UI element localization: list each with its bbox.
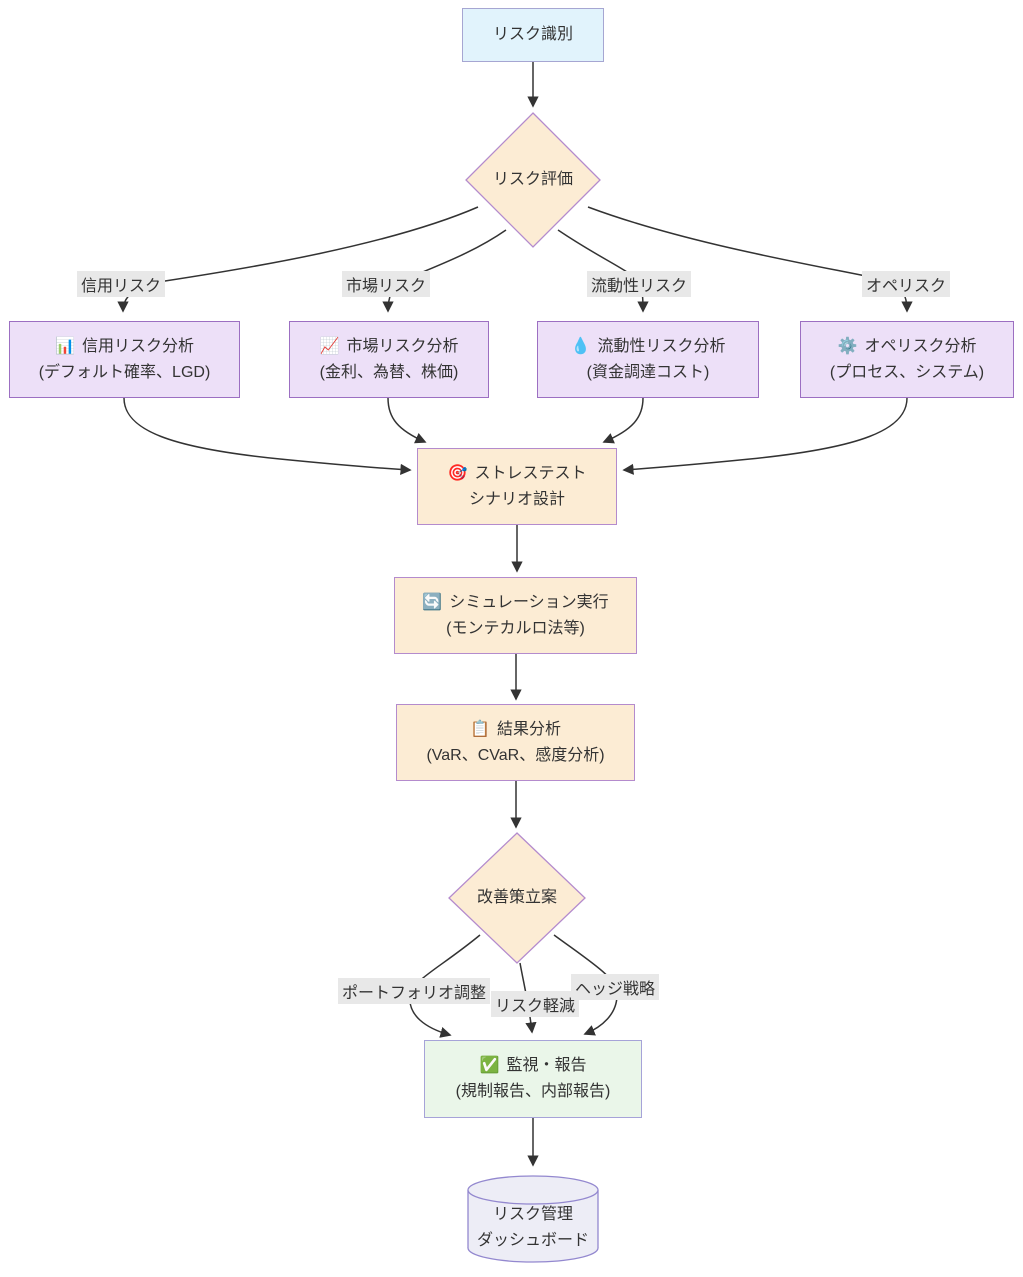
node-title-line: 💧 流動性リスク分析	[571, 334, 726, 360]
chart-increasing-icon: 📈	[319, 337, 340, 355]
check-mark-icon: ✅	[479, 1057, 500, 1074]
node-result-analysis: 📋 結果分析 (VaR、CVaR、感度分析)	[396, 704, 635, 781]
dashboard-cylinder	[467, 1175, 599, 1263]
droplet-icon: 💧	[570, 337, 591, 355]
node-subtitle: (資金調達コスト)	[586, 363, 710, 381]
node-title-line: 📊 信用リスク分析	[55, 334, 194, 360]
node-title: ストレステスト	[474, 464, 587, 482]
node-label: リスク識別	[492, 26, 573, 43]
node-title: 流動性リスク分析	[597, 337, 726, 355]
edge-label-hedge: ヘッジ戦略	[570, 974, 660, 1000]
node-subtitle: (プロセス、システム)	[829, 363, 985, 381]
node-title: オペリスク分析	[864, 337, 977, 355]
node-risk-identification: リスク識別	[462, 8, 604, 62]
refresh-icon: 🔄	[422, 593, 443, 611]
clipboard-icon: 📋	[470, 720, 490, 738]
edge-credit-to-stress	[123, 397, 412, 476]
edge-label-ops: オペリスク	[861, 271, 951, 297]
node-title: 市場リスク分析	[346, 337, 459, 355]
node-market-analysis: 📈 市場リスク分析 (金利、為替、株価)	[289, 321, 489, 398]
node-subtitle: シナリオ設計	[468, 490, 565, 508]
node-title-line: 📋 結果分析	[470, 717, 561, 743]
edge-label-portfolio: ポートフォリオ調整	[337, 978, 491, 1004]
node-title: シミュレーション実行	[449, 593, 609, 611]
target-icon: 🎯	[447, 464, 468, 482]
node-title-line: ✅ 監視・報告	[480, 1053, 587, 1079]
node-stress-test: 🎯 ストレステスト シナリオ設計	[417, 448, 617, 525]
edge-label-liquidity: 流動性リスク	[586, 271, 692, 297]
edge-market-to-stress	[387, 397, 427, 444]
node-title: 監視・報告	[506, 1057, 587, 1074]
node-subtitle: (VaR、CVaR、感度分析)	[426, 746, 605, 764]
node-title: 信用リスク分析	[81, 337, 194, 355]
node-ops-analysis: ⚙️ オペリスク分析 (プロセス、システム)	[800, 321, 1014, 398]
node-title-line: ⚙️ オペリスク分析	[838, 334, 977, 360]
node-subtitle: (規制報告、内部報告)	[455, 1083, 611, 1100]
edge-ops-to-stress	[622, 397, 908, 475]
node-monitoring: ✅ 監視・報告 (規制報告、内部報告)	[424, 1040, 642, 1118]
node-subtitle: (金利、為替、株価)	[319, 363, 459, 381]
node-title-line: 🎯 ストレステスト	[448, 461, 587, 487]
gear-icon: ⚙️	[837, 337, 858, 355]
node-title-line: 📈 市場リスク分析	[320, 334, 459, 360]
edge-label-market: 市場リスク	[341, 271, 431, 297]
edge-liquidity-to-stress	[602, 397, 644, 444]
bar-chart-icon: 📊	[55, 337, 75, 355]
node-subtitle: (モンテカルロ法等)	[446, 619, 585, 637]
node-subtitle: (デフォルト確率、LGD)	[38, 363, 211, 381]
edge-label-mitigation: リスク軽減	[490, 991, 580, 1017]
risk-evaluation-diamond	[465, 112, 601, 248]
node-liquidity-analysis: 💧 流動性リスク分析 (資金調達コスト)	[537, 321, 759, 398]
node-title: 結果分析	[496, 720, 561, 738]
edge-label-credit: 信用リスク	[76, 271, 166, 297]
improvement-diamond	[448, 832, 586, 964]
node-simulation: 🔄 シミュレーション実行 (モンテカルロ法等)	[394, 577, 637, 654]
node-title-line: 🔄 シミュレーション実行	[422, 590, 608, 616]
node-credit-analysis: 📊 信用リスク分析 (デフォルト確率、LGD)	[9, 321, 240, 398]
